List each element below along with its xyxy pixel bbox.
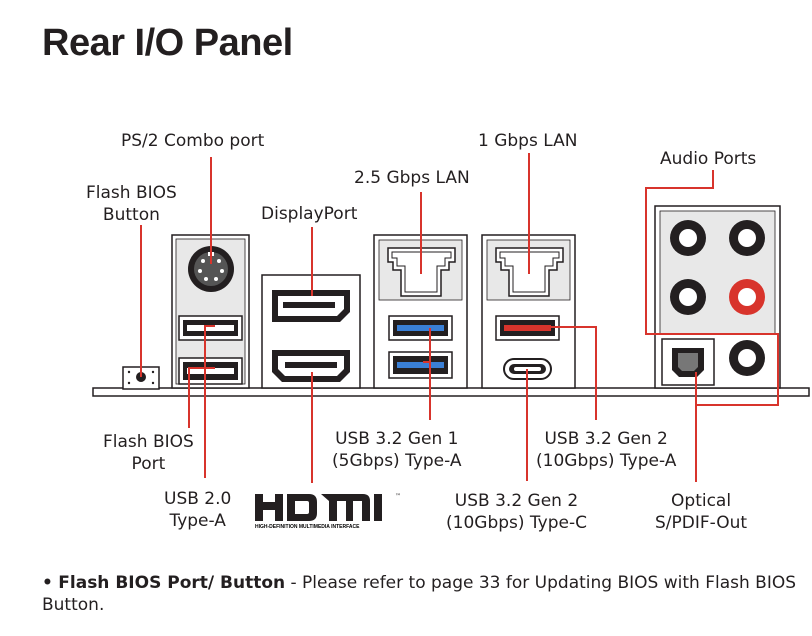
io-shield-baseline [92, 387, 810, 397]
label-optical-spdif-line2: S/PDIF-Out [655, 513, 748, 533]
usb2-port-bottom [178, 357, 243, 385]
note-text: - Please refer to page 33 for Updating B… [42, 573, 797, 615]
label-usb-2-0-line2: Type-A [169, 511, 226, 531]
label-flash-bios-port-line1: Flash BIOS [103, 432, 194, 452]
svg-text:™: ™ [395, 493, 401, 500]
ps2-port [188, 246, 234, 292]
label-usb-3-2-gen1-line2: (5Gbps) Type-A [332, 451, 462, 471]
label-flash-bios-button: Flash BIOS Button [86, 182, 177, 226]
optical-spdif-port [661, 338, 715, 386]
callout-lines [140, 153, 779, 483]
label-2-5gbps-lan: 2.5 Gbps LAN [354, 168, 470, 188]
usb3-gen1-port-bottom [388, 351, 453, 379]
hdmi-tagline: HIGH-DEFINITION MULTIMEDIA INTERFACE [255, 524, 360, 530]
label-1gbps-lan: 1 Gbps LAN [478, 131, 578, 151]
label-usb-3-2-gen2-type-c-line2: (10Gbps) Type-C [446, 513, 587, 533]
label-optical-spdif-line1: Optical [671, 491, 732, 511]
label-usb-3-2-gen1-line1: USB 3.2 Gen 1 [335, 429, 459, 449]
audio-jack-4 [729, 279, 765, 315]
label-displayport: DisplayPort [261, 204, 358, 224]
lan25-usb-gen1-block [373, 234, 468, 389]
label-usb-3-2-gen1: USB 3.2 Gen 1 (5Gbps) Type-A [332, 428, 462, 472]
note-bullet: • [42, 573, 53, 593]
audio-jack-2 [729, 220, 765, 256]
label-flash-bios-button-line2: Button [102, 205, 160, 225]
label-usb-3-2-gen2-type-a-line2: (10Gbps) Type-A [536, 451, 677, 471]
label-ps2-combo-port: PS/2 Combo port [121, 131, 265, 151]
audio-jack-5 [729, 340, 765, 376]
ps2-usb2-block [171, 234, 250, 389]
audio-jack-1 [670, 220, 706, 256]
audio-block [654, 205, 781, 389]
label-flash-bios-button-line1: Flash BIOS [86, 183, 177, 203]
note-heading: Flash BIOS Port/ Button [58, 573, 286, 593]
label-usb-3-2-gen2-type-c: USB 3.2 Gen 2 (10Gbps) Type-C [446, 490, 587, 534]
label-optical-spdif: Optical S/PDIF-Out [655, 490, 747, 534]
flash-bios-note: • Flash BIOS Port/ Button - Please refer… [42, 572, 802, 616]
page-title: Rear I/O Panel [42, 22, 293, 64]
usb3-gen1-port-top [388, 315, 453, 341]
usb2-port-top [178, 315, 243, 341]
audio-jack-3 [670, 279, 706, 315]
hdmi-port [272, 350, 350, 382]
label-usb-2-0-line1: USB 2.0 [164, 489, 232, 509]
label-usb-3-2-gen2-type-a: USB 3.2 Gen 2 (10Gbps) Type-A [536, 428, 676, 472]
label-usb-2-0: USB 2.0 Type-A [164, 488, 231, 532]
label-audio-ports: Audio Ports [660, 149, 757, 169]
label-usb-3-2-gen2-type-a-line1: USB 3.2 Gen 2 [544, 429, 668, 449]
displayport-port [272, 290, 350, 322]
label-flash-bios-port: Flash BIOS Port [103, 431, 194, 475]
label-usb-3-2-gen2-type-c-line1: USB 3.2 Gen 2 [454, 491, 579, 511]
hdmi-logo: ™ HIGH-DEFINITION MULTIMEDIA INTERFACE [255, 493, 401, 530]
label-flash-bios-port-line2: Port [131, 454, 166, 474]
